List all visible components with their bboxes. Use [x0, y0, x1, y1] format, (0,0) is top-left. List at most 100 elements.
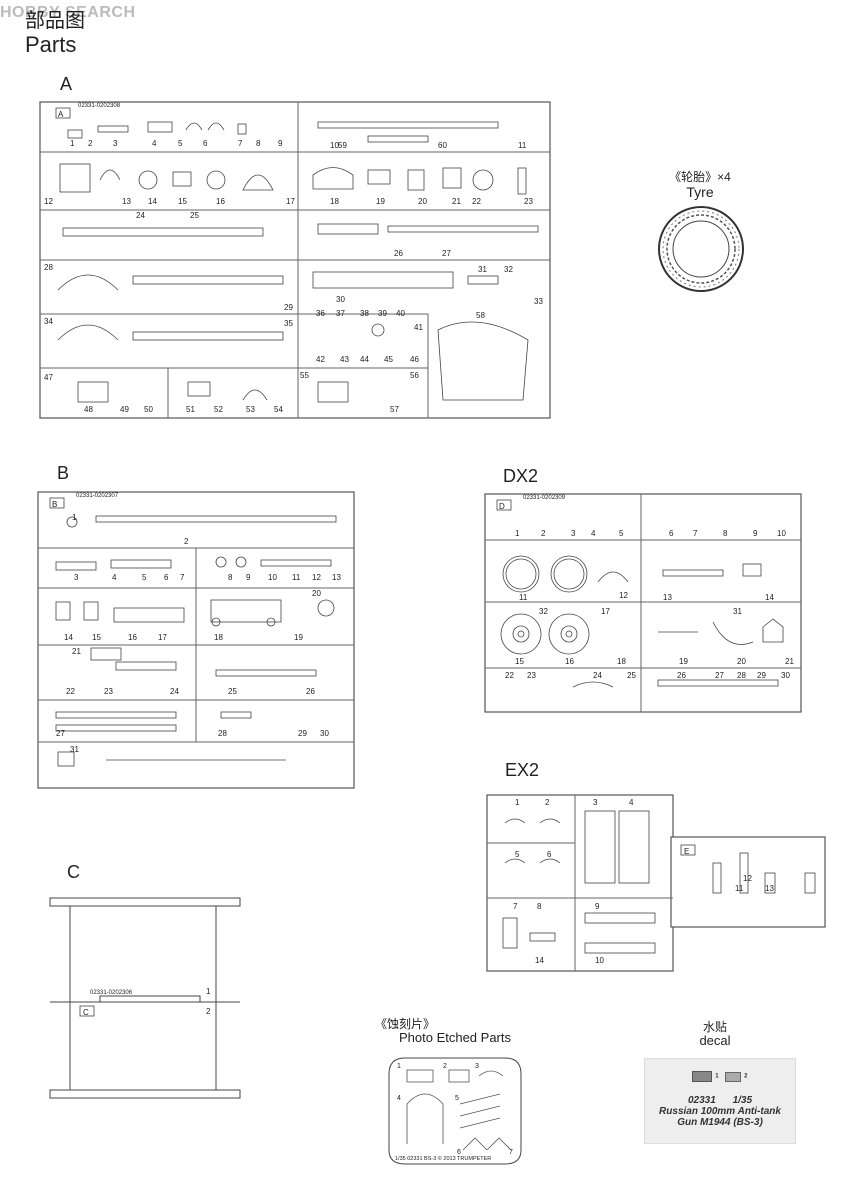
sprue-b-part-number: 10 — [268, 573, 277, 582]
sprue-a-part-number: 14 — [148, 197, 157, 206]
sprue-a-part-number: 53 — [246, 405, 255, 414]
sprue-a-part-number: 56 — [410, 371, 419, 380]
sprue-a-part-number: 17 — [286, 197, 295, 206]
sprue-b-part-number: 26 — [306, 687, 315, 696]
sprue-a-part-number: 5 — [178, 139, 183, 148]
sprue-dx2-part-number: 18 — [617, 657, 626, 666]
sprue-dx2-part-number: 25 — [627, 671, 636, 680]
sprue-b-part-number: 15 — [92, 633, 101, 642]
sprue-a-part-number: 9 — [278, 139, 283, 148]
sprue-a-part-number: 40 — [396, 309, 405, 318]
sprue-dx2-code: 02331-0202309 — [523, 495, 566, 501]
sprue-a-part-number: 22 — [472, 197, 481, 206]
sprue-a-part-number: 28 — [44, 263, 53, 272]
sprue-b-part-number: 21 — [72, 647, 81, 656]
sprue-ex2-part-number: 1 — [515, 798, 520, 807]
sprue-a-part-number: 58 — [476, 311, 485, 320]
sprue-a-part-number: 29 — [284, 303, 293, 312]
sprue-a-part-number: 4 — [152, 139, 157, 148]
sprue-a-part-number: 55 — [300, 371, 309, 380]
sprue-ex2-part-number: 6 — [547, 850, 552, 859]
sprue-a-part-number: 8 — [256, 139, 261, 148]
sprue-a-part-number: 3 — [113, 139, 118, 148]
sprue-ex2-part-number: 9 — [595, 902, 600, 911]
sprue-dx2-part-number: 2 — [541, 529, 546, 538]
sprue-a-part-number: 23 — [524, 197, 533, 206]
sprue-a-part-number: 21 — [452, 197, 461, 206]
sprue-a-part-number: 1 — [70, 139, 75, 148]
sprue-ex2-part-number: 4 — [629, 798, 634, 807]
sprue-a-part-number: 47 — [44, 373, 53, 382]
watermark: HOBBY SEARCH — [0, 4, 136, 21]
sprue-dx2-part-number: 29 — [757, 671, 766, 680]
sprue-c-part-number: 1 — [206, 987, 211, 996]
sprue-dx2-part-number: 28 — [737, 671, 746, 680]
sprue-a-part-number: 7 — [238, 139, 243, 148]
sprue-ex2-part-number: 8 — [537, 902, 542, 911]
sprue-dx2-part-number: 6 — [669, 529, 674, 538]
tyre-label: Tyre — [686, 184, 714, 200]
sprue-dx2-tag: D — [499, 502, 505, 511]
sprue-ex2-part-number: 11 — [735, 884, 744, 893]
sprue-b-part-number: 28 — [218, 729, 227, 738]
sprue-b-part-number: 27 — [56, 729, 65, 738]
sprue-c-drawing: C 02331-0202306 12 — [49, 897, 241, 1099]
sprue-b-part-number: 24 — [170, 687, 179, 696]
sprue-a-part-number: 10 — [330, 141, 339, 150]
sprue-c-part-numbers: 12 — [206, 987, 211, 1016]
sprue-dx2-part-number: 9 — [753, 529, 758, 538]
sprue-a-part-number: 11 — [518, 141, 527, 150]
sprue-a-part-number: 39 — [378, 309, 387, 318]
pe-part-number: 7 — [509, 1149, 513, 1156]
sprue-b-part-number: 1 — [72, 513, 77, 522]
sprue-b-part-number: 8 — [228, 573, 233, 582]
sprue-b-part-number: 5 — [142, 573, 147, 582]
sprue-a-part-number: 54 — [274, 405, 283, 414]
sprue-dx2-part-number: 21 — [785, 657, 794, 666]
decal-mark-2 — [725, 1071, 742, 1082]
sprue-dx2-part-number: 32 — [539, 607, 548, 616]
sprue-dx2-part-number: 31 — [733, 607, 742, 616]
pe-part-number: 3 — [475, 1063, 479, 1070]
sprue-a-part-number: 60 — [438, 141, 447, 150]
sprue-b-part-number: 6 — [164, 573, 169, 582]
sprue-b-part-number: 17 — [158, 633, 167, 642]
sprue-dx2-part-number: 8 — [723, 529, 728, 538]
section-label-dx2: DX2 — [503, 466, 539, 486]
sprue-dx2-part-number: 14 — [765, 593, 774, 602]
sprue-a-part-number: 27 — [442, 249, 451, 258]
page-title: Parts — [25, 32, 77, 57]
tyre-label-cn: 《轮胎》×4 — [669, 170, 731, 184]
sprue-a-part-number: 45 — [384, 355, 393, 364]
sprue-a-part-number: 50 — [144, 405, 153, 414]
page-title-cn: 部品图 — [25, 8, 85, 32]
decal-line2: Gun M1944 (BS-3) — [677, 1117, 763, 1128]
sprue-dx2-part-number: 30 — [781, 671, 790, 680]
sprue-b-part-number: 22 — [66, 687, 75, 696]
sprue-a-part-number: 52 — [214, 405, 223, 414]
sprue-a-part-number: 51 — [186, 405, 195, 414]
sprue-ex2-part-number: 5 — [515, 850, 520, 859]
sprue-a-part-number: 15 — [178, 197, 187, 206]
sprue-b-part-number: 9 — [246, 573, 251, 582]
sprue-b-part-number: 29 — [298, 729, 307, 738]
tyre-drawing — [658, 206, 744, 292]
sprue-dx2-part-number: 16 — [565, 657, 574, 666]
sprue-b-part-number: 16 — [128, 633, 137, 642]
sprue-a-part-number: 2 — [88, 139, 93, 148]
sprue-a-part-number: 36 — [316, 309, 325, 318]
pe-part-number: 5 — [455, 1095, 459, 1102]
decal-scale: 1/35 — [732, 1095, 753, 1106]
sprue-b-part-number: 12 — [312, 573, 321, 582]
sprue-a-part-number: 12 — [44, 197, 53, 206]
sprue-ex2-part-number: 10 — [595, 956, 604, 965]
sprue-ex2-part-number: 12 — [743, 874, 752, 883]
sprue-c-code: 02331-0202306 — [90, 990, 133, 996]
sprue-b-part-number: 11 — [292, 573, 301, 582]
sprue-dx2-part-number: 12 — [619, 591, 628, 600]
sprue-a-part-number: 13 — [122, 197, 131, 206]
sprue-a-part-number: 43 — [340, 355, 349, 364]
